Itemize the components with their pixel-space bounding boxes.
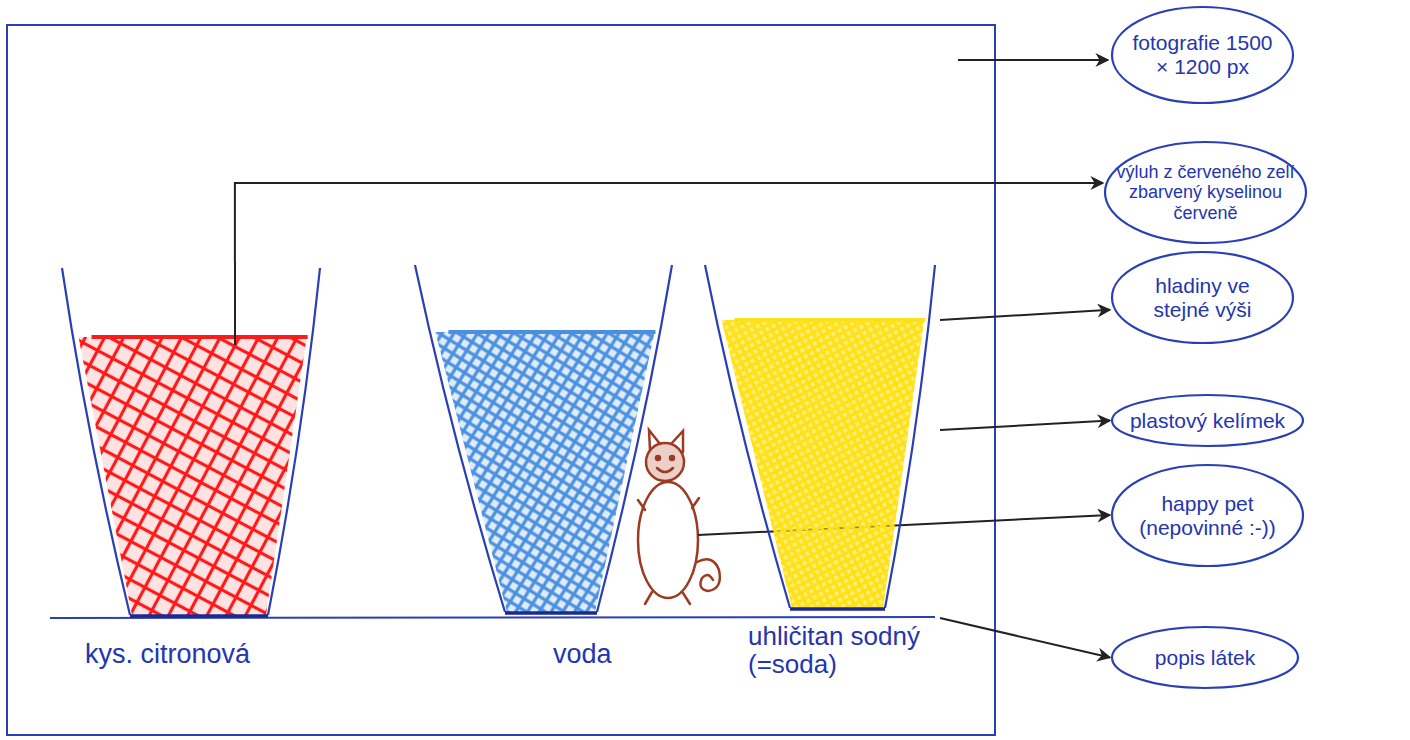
cup-wall (268, 268, 320, 615)
bubble-ellipse (1112, 465, 1303, 566)
bubble-ellipse (1105, 142, 1306, 243)
cup-bottom (130, 614, 268, 618)
bubble-text-box: výluh z červeného zelí zbarvený kyselino… (1103, 140, 1308, 245)
substance-label: uhličitan sodný (=soda) (748, 622, 998, 678)
callout-text: happy pet (nepovinné :-)) (1126, 492, 1289, 539)
callout-bubble: fotografie 1500 × 1200 px (1110, 5, 1295, 105)
leader-arrow (940, 421, 1110, 431)
beaker-drawing (410, 262, 676, 618)
table-line (50, 617, 935, 618)
liquid-fill (79, 337, 307, 615)
callout-bubble: výluh z červeného zelí zbarvený kyselino… (1103, 140, 1308, 245)
callout-bubble: popis látek (1110, 625, 1300, 690)
bubble-text-box: hladiny ve stejné výši (1110, 250, 1295, 345)
bubble-ellipse (1112, 252, 1293, 343)
liquid-fill (435, 332, 654, 612)
leader-arrow (235, 183, 1103, 262)
cup-wall (885, 265, 935, 608)
bubble-ellipse (1112, 627, 1298, 688)
substance-label: kys. citronová (85, 640, 250, 669)
cup-wall (597, 265, 672, 612)
leader-arrow (940, 618, 1110, 658)
cup-bottom (790, 607, 885, 611)
happy-pet (638, 430, 720, 604)
bubble-text-box: happy pet (nepovinné :-)) (1110, 463, 1305, 568)
bubble-text-box: fotografie 1500 × 1200 px (1110, 5, 1295, 105)
leader-line (698, 515, 1110, 535)
leader-line (234, 262, 236, 345)
beaker-drawing (700, 262, 940, 618)
cup-wall (705, 265, 790, 608)
bubble-ellipse (1112, 395, 1303, 446)
beaker-drawing (58, 262, 324, 618)
callout-text: plastový kelímek (1130, 409, 1285, 433)
callout-bubble: hladiny ve stejné výši (1110, 250, 1295, 345)
cup-bottom (505, 611, 597, 615)
leader-line (958, 59, 1108, 61)
cup-wall (62, 268, 130, 615)
liquid-surface (448, 330, 655, 334)
liquid-hatch (435, 332, 654, 612)
callout-bubble: plastový kelímek (1110, 393, 1305, 448)
callout-text: fotografie 1500 × 1200 px (1126, 31, 1279, 78)
substance-label: voda (553, 640, 612, 669)
beaker-node: kys. citronová (58, 262, 324, 618)
liquid-surface (735, 318, 925, 322)
beaker-node: uhličitan sodný (=soda) (700, 262, 940, 618)
liquid-surface (92, 335, 308, 339)
callout-text: výluh z červeného zelí zbarvený kyselino… (1115, 162, 1296, 222)
cup-wall (415, 265, 505, 612)
bubble-ellipse (1112, 7, 1293, 103)
callout-bubble: happy pet (nepovinné :-)) (1110, 463, 1305, 568)
beaker-node: voda (410, 262, 676, 618)
bubble-text-box: popis látek (1110, 625, 1300, 690)
leader-arrow (940, 310, 1110, 320)
liquid-hatch (79, 337, 307, 615)
bubble-text-box: plastový kelímek (1110, 393, 1305, 448)
callout-text: popis látek (1155, 646, 1255, 670)
callout-text: hladiny ve stejné výši (1126, 274, 1279, 321)
